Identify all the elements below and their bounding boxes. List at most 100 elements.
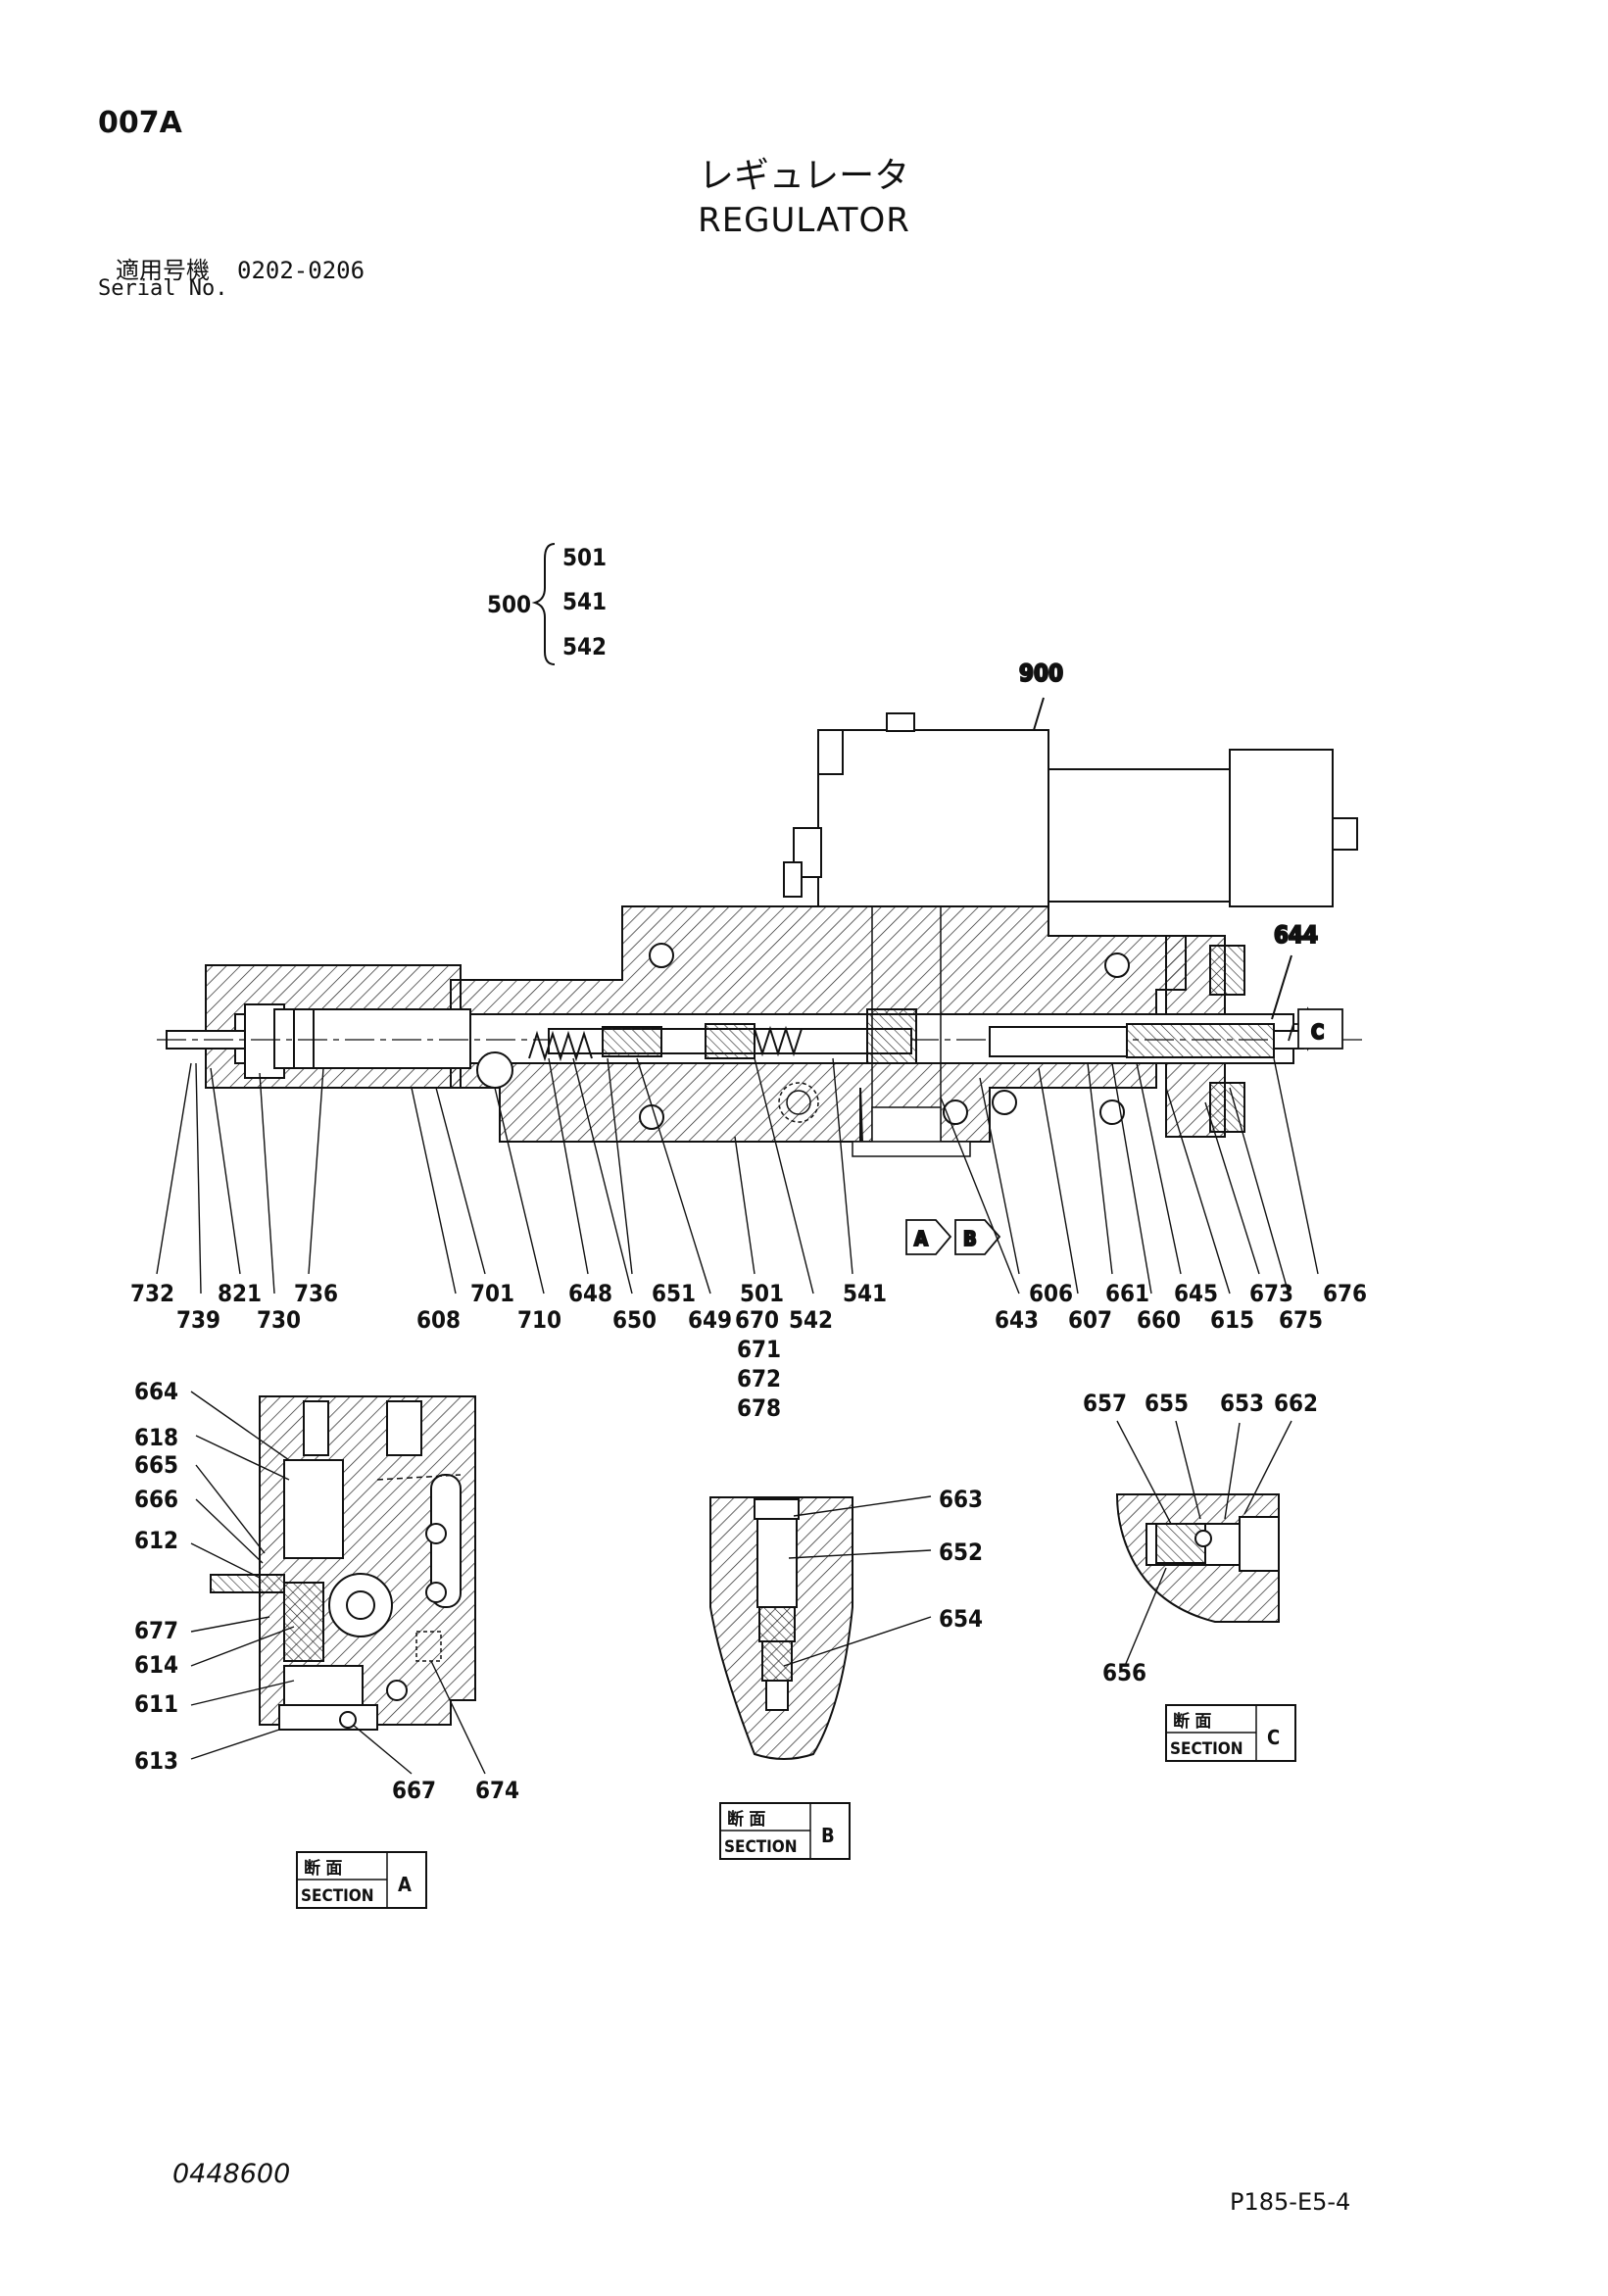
section-a-caption: 断 面 SECTION A: [296, 1851, 427, 1909]
section-marker-b: B: [963, 1227, 977, 1250]
serial-label-jp: 適用号機: [116, 257, 210, 284]
section-c-view: [1115, 1420, 1292, 1667]
label-618: 618: [134, 1424, 178, 1451]
label-675: 675: [1279, 1306, 1323, 1334]
page-title-jp: レギュレータ: [698, 156, 910, 196]
section-b-caption-jp: 断 面: [727, 1809, 765, 1830]
label-662: 662: [1274, 1390, 1318, 1417]
label-650: 650: [612, 1306, 657, 1334]
label-657: 657: [1083, 1390, 1127, 1417]
solenoid-screw: [886, 712, 915, 732]
label-612: 612: [134, 1527, 178, 1554]
label-607: 607: [1068, 1306, 1112, 1334]
section-c-caption-jp: 断 面: [1173, 1711, 1211, 1732]
label-649: 649: [688, 1306, 732, 1334]
section-a-caption-letter: A: [398, 1873, 412, 1896]
label-608: 608: [416, 1306, 461, 1334]
section-a-caption-en: SECTION: [301, 1886, 374, 1906]
label-732: 732: [130, 1280, 174, 1307]
label-673: 673: [1249, 1280, 1293, 1307]
label-677: 677: [134, 1617, 178, 1644]
serial-range: 0202-0206: [237, 257, 365, 284]
assembly-group: 500 501 541 542: [487, 543, 607, 665]
label-674: 674: [475, 1777, 519, 1804]
assembly-member: 542: [562, 633, 607, 660]
section-a-ball: [328, 1573, 393, 1637]
label-614: 614: [134, 1651, 178, 1679]
page-title-en: REGULATOR: [698, 201, 910, 240]
section-c-caption: 断 面 SECTION C: [1165, 1704, 1296, 1762]
label-663: 663: [939, 1486, 983, 1513]
label-670: 670: [735, 1306, 779, 1334]
label-656: 656: [1102, 1659, 1146, 1686]
ball-check: [476, 1051, 513, 1089]
label-648: 648: [568, 1280, 612, 1307]
section-c-caption-letter: C: [1267, 1726, 1280, 1749]
label-652: 652: [939, 1539, 983, 1566]
section-b-caption-en: SECTION: [724, 1837, 798, 1857]
assembly-number: 500: [487, 591, 531, 618]
label-654: 654: [939, 1605, 983, 1633]
solenoid-coil: [1048, 768, 1245, 903]
label-660: 660: [1137, 1306, 1181, 1334]
label-651: 651: [652, 1280, 696, 1307]
label-672: 672: [737, 1365, 781, 1392]
label-541: 541: [843, 1280, 887, 1307]
label-661: 661: [1105, 1280, 1149, 1307]
assembly-brace: [531, 543, 556, 665]
section-b-caption: 断 面 SECTION B: [719, 1802, 851, 1860]
piston: [273, 1008, 471, 1069]
label-665: 665: [134, 1451, 178, 1479]
serial-row-jp: 適用号機 0202-0206: [116, 251, 365, 285]
document-number: 0448600: [172, 2159, 291, 2189]
section-c-labels: 657 655 653 662 656: [1083, 1390, 1318, 1686]
label-613: 613: [134, 1747, 178, 1775]
label-821: 821: [218, 1280, 262, 1307]
label-678: 678: [737, 1394, 781, 1422]
label-655: 655: [1145, 1390, 1189, 1417]
label-542: 542: [789, 1306, 833, 1334]
callout-644: 644: [1274, 921, 1318, 949]
section-b-labels: 663 652 654: [939, 1486, 983, 1633]
callout-900: 900: [1019, 659, 1063, 687]
label-653: 653: [1220, 1390, 1264, 1417]
page-code: 007A: [98, 106, 182, 140]
section-marker-a: A: [914, 1227, 928, 1250]
page-reference: P185-E5-4: [1230, 2188, 1351, 2216]
label-730: 730: [257, 1306, 301, 1334]
section-b-caption-letter: B: [821, 1824, 835, 1847]
label-643: 643: [995, 1306, 1039, 1334]
label-701: 701: [470, 1280, 514, 1307]
label-666: 666: [134, 1486, 178, 1513]
main-label-row-1: 732 821 736 701 648 651 501 541 606 661 …: [130, 1280, 1367, 1307]
section-marker-c: C: [1311, 1020, 1324, 1044]
leader-lines: [156, 1057, 1319, 1295]
section-a-labels: 664 618 665 666 612 677 614 611 613 667 …: [134, 1378, 519, 1804]
solenoid-housing: [817, 729, 1049, 907]
label-736: 736: [294, 1280, 338, 1307]
label-671: 671: [737, 1336, 781, 1363]
label-611: 611: [134, 1690, 178, 1718]
solenoid-connector: [1229, 749, 1334, 907]
section-b-view: [709, 1495, 932, 1760]
assembly-member: 501: [562, 544, 607, 571]
label-739: 739: [176, 1306, 220, 1334]
label-664: 664: [134, 1378, 178, 1405]
section-a-arrow: [905, 1219, 952, 1255]
main-section-view: 900: [156, 659, 1362, 1295]
label-710: 710: [517, 1306, 561, 1334]
serial-label-en: Serial No.: [98, 276, 228, 301]
section-a-view: [190, 1391, 486, 1775]
main-label-stack: 671 672 678: [737, 1336, 781, 1422]
label-667: 667: [392, 1777, 436, 1804]
section-a-caption-jp: 断 面: [304, 1858, 342, 1879]
section-c-caption-en: SECTION: [1170, 1739, 1243, 1759]
section-b-arrow: [954, 1219, 1001, 1255]
label-615: 615: [1210, 1306, 1254, 1334]
label-645: 645: [1174, 1280, 1218, 1307]
assembly-member: 541: [562, 588, 607, 615]
label-501: 501: [740, 1280, 784, 1307]
label-676: 676: [1323, 1280, 1367, 1307]
main-label-row-2: 739 730 608 710 650 649 670 542 643 607 …: [176, 1306, 1323, 1334]
